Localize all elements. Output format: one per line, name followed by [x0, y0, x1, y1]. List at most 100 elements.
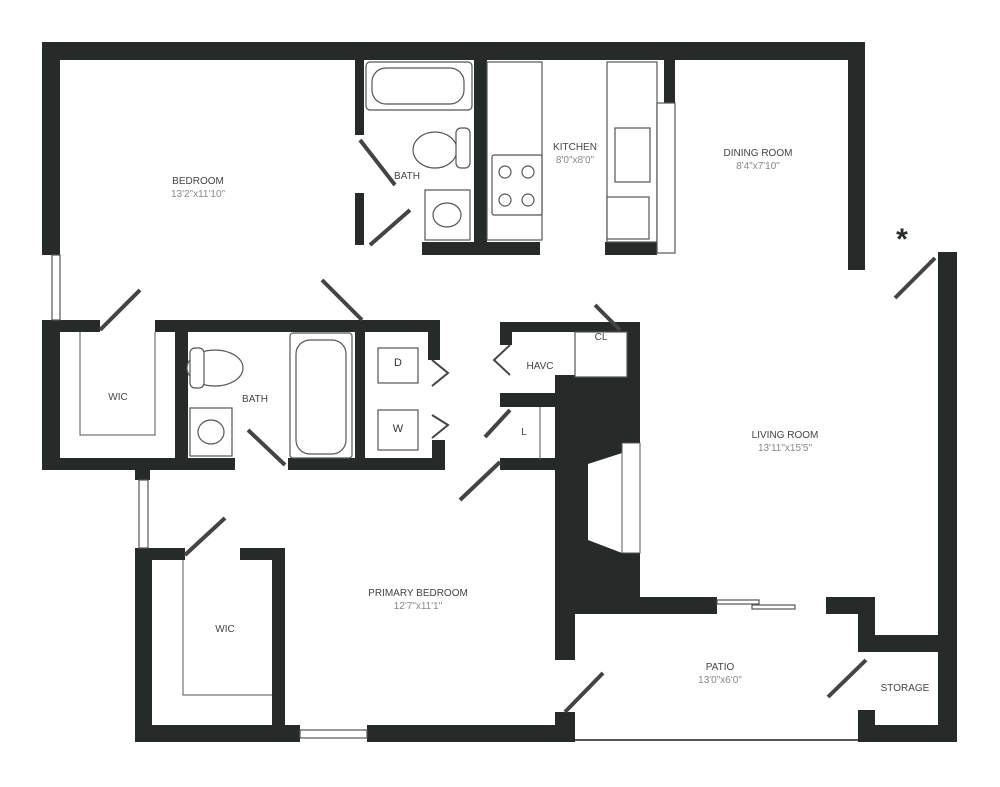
- room-name: WIC: [215, 624, 235, 635]
- wall: [555, 614, 575, 660]
- room-living: LIVING ROOM 13'11"x15'5": [752, 429, 819, 455]
- wall: [664, 60, 675, 105]
- fireplace: [588, 442, 641, 554]
- windows: [51, 254, 858, 741]
- door: [893, 256, 937, 300]
- wall: [474, 60, 487, 245]
- wall: [938, 252, 957, 742]
- dryer-box: [377, 347, 419, 384]
- room-name: PATIO: [705, 662, 735, 673]
- burner: [498, 165, 512, 179]
- room-cl: CL: [595, 331, 608, 344]
- wall: [858, 725, 957, 742]
- sliding-door: [751, 604, 796, 610]
- room-size: 8'0"x8'0": [555, 155, 595, 166]
- room-size: 13'0"x6'0": [698, 675, 742, 686]
- kitchen-sink: [614, 127, 651, 183]
- room-storage: STORAGE: [881, 682, 930, 695]
- room-primary: PRIMARY BEDROOM 12'7"x11'1": [368, 587, 468, 613]
- room-bedroom: BEDROOM 13'2"x11'10": [171, 175, 225, 201]
- fireplace-opening: [588, 453, 622, 553]
- room-size: 13'11"x15'5": [757, 443, 813, 454]
- wall: [422, 242, 540, 255]
- wall: [272, 548, 285, 725]
- wall: [175, 320, 188, 470]
- room-bath-mid: BATH: [242, 393, 268, 406]
- room-name: WIC: [108, 392, 128, 403]
- room-havc: HAVC: [526, 360, 553, 373]
- room-name: HAVC: [526, 361, 554, 372]
- wall: [135, 548, 152, 742]
- door: [593, 303, 622, 332]
- window: [299, 729, 368, 739]
- wall: [288, 458, 445, 470]
- wall: [42, 458, 235, 470]
- room-name: BEDROOM: [172, 176, 224, 187]
- room-name: BATH: [242, 394, 268, 405]
- door: [826, 658, 868, 699]
- door: [368, 208, 412, 247]
- wall: [42, 320, 60, 470]
- wall: [500, 458, 560, 470]
- window: [51, 254, 61, 321]
- dishwasher: [606, 196, 650, 240]
- wall: [432, 440, 445, 470]
- room-kitchen: KITCHEN 8'0"x8'0": [553, 141, 597, 167]
- room-name: PRIMARY BEDROOM: [368, 588, 468, 599]
- door: [183, 516, 227, 557]
- room-dryer: D: [394, 357, 402, 370]
- wall: [500, 322, 512, 345]
- fixtures: [79, 61, 676, 696]
- wall: [135, 470, 150, 480]
- wall: [858, 635, 957, 652]
- wall: [355, 320, 365, 470]
- wall: [155, 320, 440, 332]
- wall: [42, 42, 60, 255]
- toilet-tank: [455, 127, 471, 169]
- burner: [521, 193, 535, 207]
- wall: [848, 42, 865, 270]
- door: [98, 288, 142, 332]
- room-name: W: [392, 423, 404, 435]
- room-name: L: [521, 427, 527, 438]
- wall: [355, 60, 364, 135]
- bathtub-basin: [295, 339, 347, 455]
- sliding-door: [716, 599, 760, 605]
- wall: [135, 725, 300, 742]
- sink: [432, 202, 462, 228]
- bifold-door: [431, 414, 450, 439]
- room-name: LIVING ROOM: [751, 430, 819, 441]
- room-linen: L: [521, 426, 527, 439]
- wall: [367, 725, 575, 742]
- toilet-tank: [189, 347, 205, 389]
- sink: [197, 419, 225, 445]
- wall: [42, 320, 100, 332]
- bathtub-basin: [371, 67, 465, 105]
- bifold-door: [492, 344, 511, 376]
- doors: [98, 138, 937, 714]
- closet-box: [574, 331, 628, 378]
- toilet: [412, 131, 458, 169]
- room-name: CL: [594, 332, 608, 343]
- burner: [521, 165, 535, 179]
- room-name: KITCHEN: [553, 142, 597, 153]
- fireplace-hearth: [621, 442, 641, 554]
- room-name: D: [394, 357, 402, 369]
- bifold-door: [431, 359, 450, 387]
- bar-counter: [656, 102, 676, 254]
- door: [563, 671, 605, 714]
- closet-shelf: [79, 332, 156, 436]
- room-size: 12'7"x11'1": [393, 601, 443, 612]
- window: [138, 479, 149, 549]
- door: [246, 428, 287, 467]
- room-size: 13'2"x11'10": [170, 189, 226, 200]
- washer-box: [377, 409, 419, 451]
- wall: [500, 393, 565, 407]
- room-size: 8'4"x7'10": [736, 161, 780, 172]
- door: [358, 138, 397, 187]
- closet-shelf: [182, 560, 272, 696]
- wall: [500, 322, 580, 332]
- wall: [555, 597, 717, 614]
